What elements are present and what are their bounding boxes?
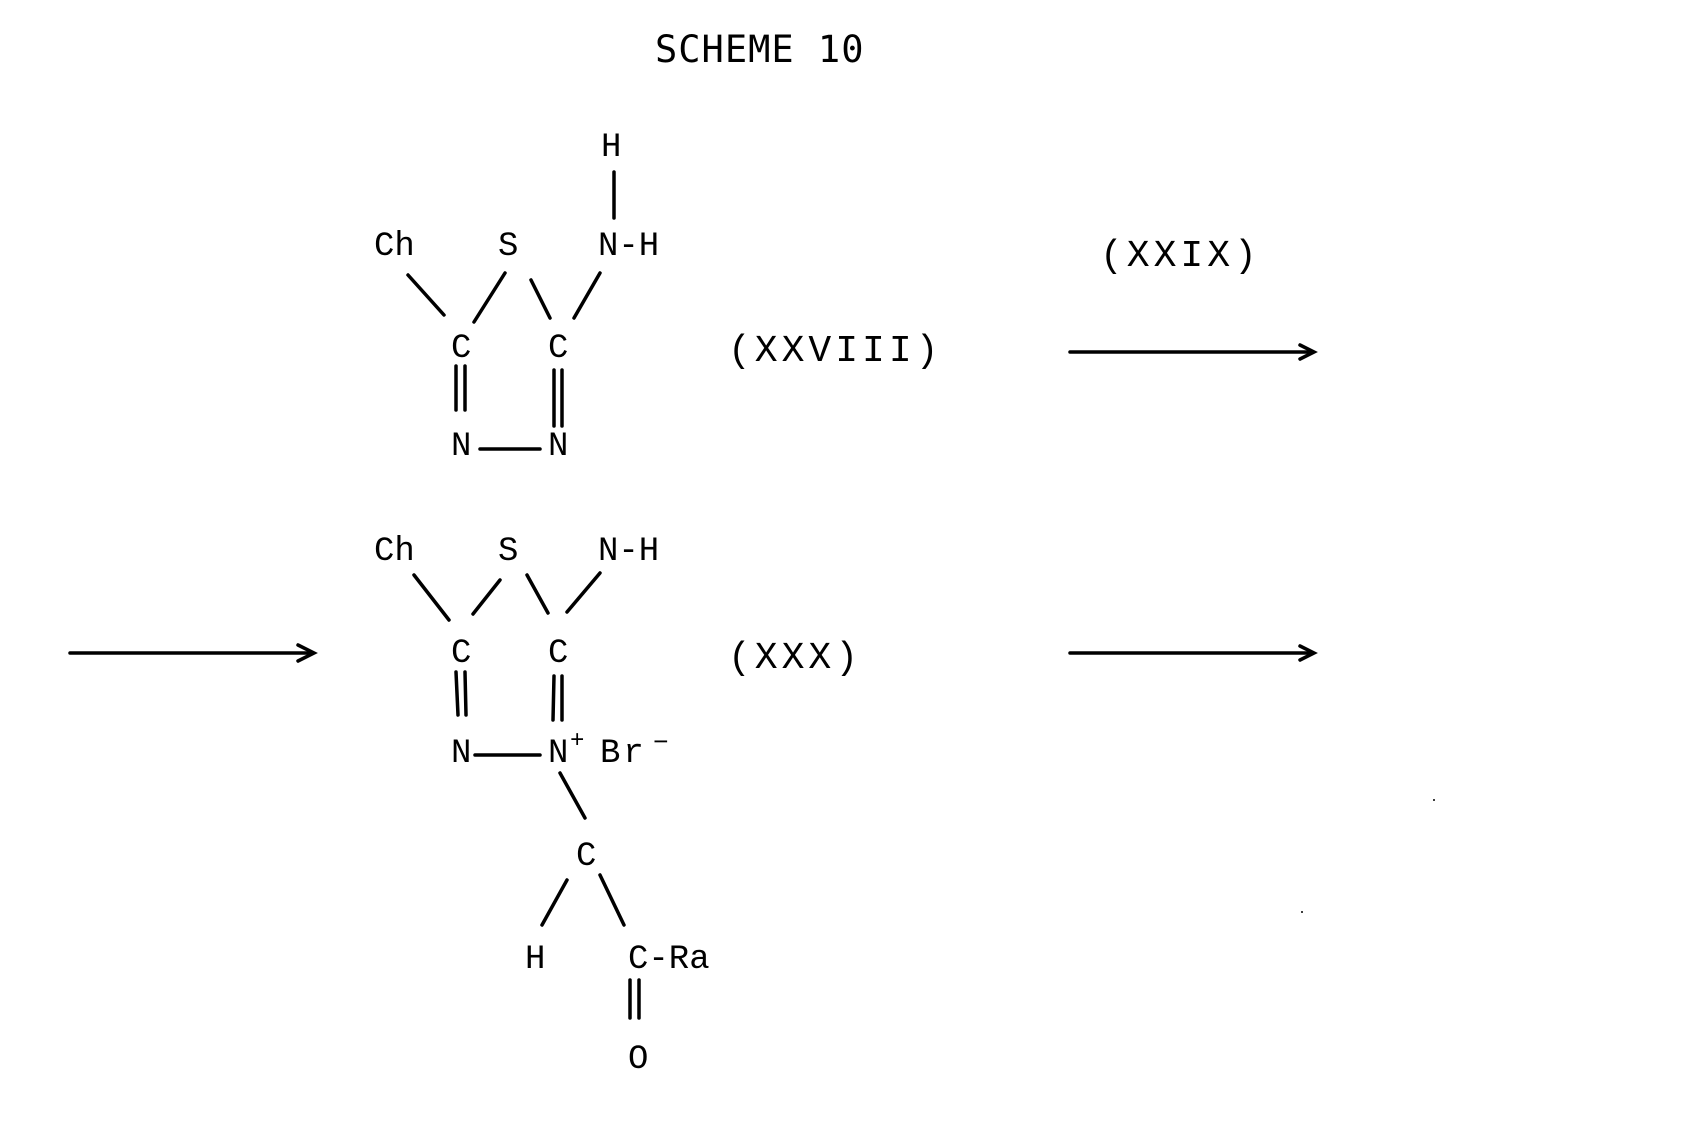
atom-s: S bbox=[498, 228, 519, 266]
atom-c-ra: C-Ra bbox=[628, 941, 710, 979]
bond-c1-n1-2a bbox=[454, 670, 460, 717]
speck bbox=[1301, 911, 1303, 913]
bond-s-c2 bbox=[529, 278, 552, 320]
atom-ch-2: Ch bbox=[374, 533, 415, 571]
bond-s-c1 bbox=[472, 271, 507, 324]
compound-label-xxix: (XXIX) bbox=[1100, 235, 1261, 278]
atom-nh-2: N-H bbox=[598, 533, 660, 571]
atom-n2-2: N bbox=[548, 735, 569, 773]
atom-c3: C bbox=[576, 838, 597, 876]
bond-c1-n1-2b bbox=[463, 670, 468, 717]
atom-ch: Ch bbox=[374, 228, 415, 266]
bromide: Br bbox=[600, 735, 647, 773]
bond-n-c3 bbox=[558, 771, 587, 820]
reaction-arrow-2 bbox=[68, 643, 318, 663]
compound-label-xxviii: (XXVIII) bbox=[728, 330, 943, 373]
atom-n1: N bbox=[451, 428, 472, 466]
bond-nh-c2 bbox=[572, 271, 602, 320]
positive-charge: + bbox=[570, 728, 585, 755]
bond-c2-n2-2a bbox=[551, 674, 556, 722]
bond-ch-c1-2 bbox=[412, 573, 451, 622]
scheme-title: SCHEME 10 bbox=[655, 28, 865, 71]
negative-charge: − bbox=[653, 728, 669, 758]
atom-c1: C bbox=[451, 330, 472, 368]
compound-label-xxx: (XXX) bbox=[728, 637, 863, 680]
bond-c3-h bbox=[540, 878, 569, 927]
atom-nh: N-H bbox=[598, 228, 660, 266]
bond-ch-c1 bbox=[406, 273, 446, 317]
reaction-arrow-3 bbox=[1068, 644, 1318, 662]
bond-nh-c2-2 bbox=[565, 571, 602, 614]
atom-o: O bbox=[628, 1041, 649, 1079]
atom-s-2: S bbox=[498, 533, 519, 571]
speck bbox=[1433, 799, 1435, 801]
atom-c2-2: C bbox=[548, 635, 569, 673]
atom-h-2: H bbox=[525, 941, 546, 979]
atom-c2: C bbox=[548, 330, 569, 368]
atom-n1-2: N bbox=[451, 735, 472, 773]
bond-s-c1-2 bbox=[471, 578, 502, 616]
reaction-arrow-1 bbox=[1068, 343, 1318, 361]
atom-n2: N bbox=[548, 428, 569, 466]
bond-s-c2-2 bbox=[525, 573, 550, 615]
bond-c3-c4 bbox=[598, 873, 626, 927]
atom-h-top: H bbox=[601, 129, 622, 167]
atom-c1-2: C bbox=[451, 635, 472, 673]
